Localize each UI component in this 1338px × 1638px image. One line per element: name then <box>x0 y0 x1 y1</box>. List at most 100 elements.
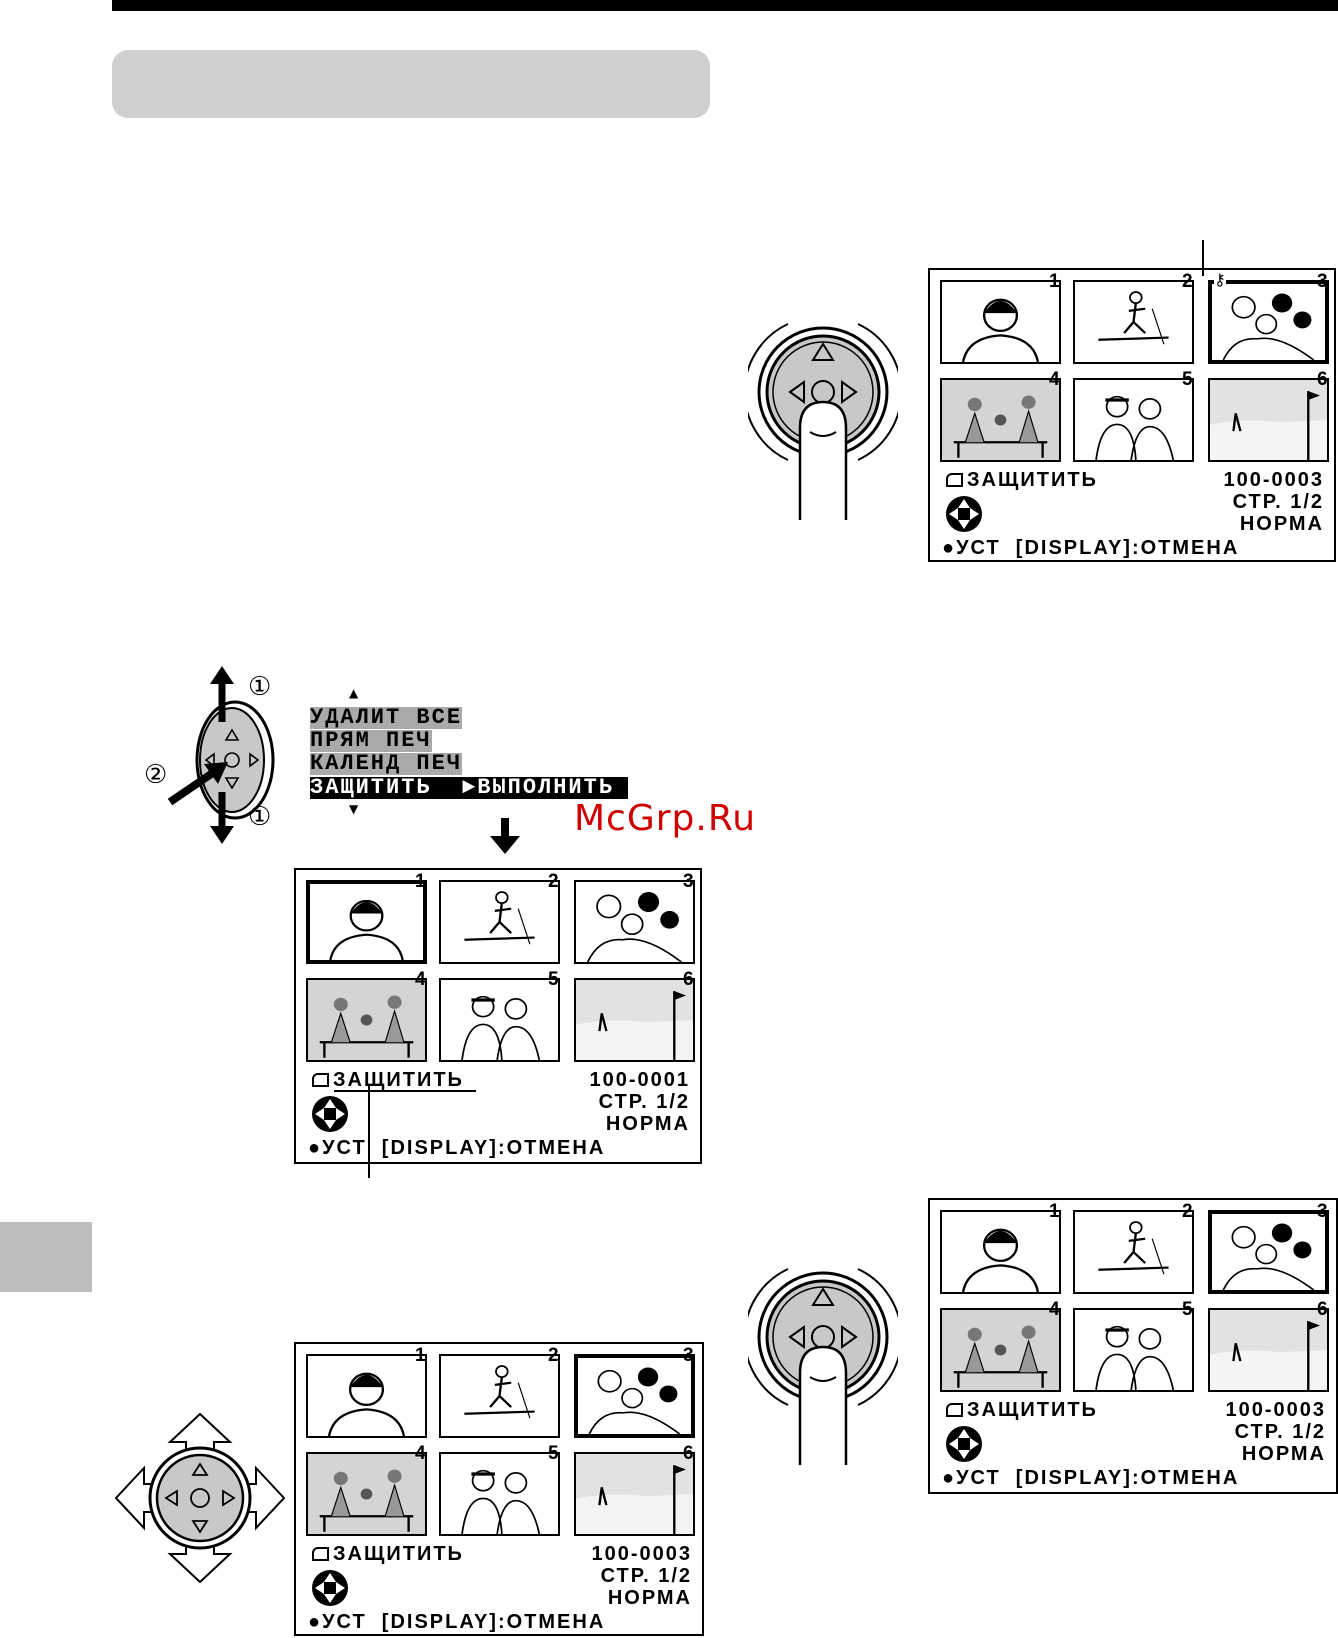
down-arrow-icon <box>490 818 520 854</box>
page-indicator: СТР. 1/2 <box>1234 1421 1326 1443</box>
top-rule <box>112 0 1338 11</box>
thumbnail-number: 3 <box>683 1345 694 1366</box>
thumbnail-image <box>961 1228 1040 1292</box>
protect-mode-label: ЗАЩИТИТЬ <box>946 1400 1098 1420</box>
file-number: 100-0003 <box>591 1543 692 1565</box>
protect-mode-label: ЗАЩИТИТЬ <box>312 1070 464 1090</box>
thumbnail-4[interactable] <box>306 1452 427 1536</box>
thumbnail-2[interactable] <box>439 880 560 964</box>
thumbnail-image <box>329 899 404 960</box>
thumbnail-number: 5 <box>1182 369 1193 390</box>
thumbnail-5[interactable] <box>439 978 560 1062</box>
thumbnail-number: 6 <box>683 969 694 990</box>
thumbnail-number: 5 <box>548 969 559 990</box>
protect-mode-text: ЗАЩИТИТЬ <box>333 1543 464 1565</box>
protect-mode-text: ЗАЩИТИТЬ <box>967 1399 1098 1421</box>
thumbnail-4[interactable] <box>940 378 1061 462</box>
file-number: 100-0003 <box>1223 469 1324 491</box>
thumbnail-2[interactable] <box>439 1354 560 1438</box>
footer-instruction: ●УСТ [DISPLAY]:ОТМЕНА <box>308 1611 606 1633</box>
thumbnail-1[interactable] <box>940 1210 1061 1294</box>
protect-mode-label: ЗАЩИТИТЬ <box>312 1544 464 1564</box>
menu-scroll-up-icon: ▲ <box>349 686 359 700</box>
thumbnail-1[interactable] <box>306 1354 427 1438</box>
thumbnail-number: 2 <box>1182 1201 1193 1222</box>
protect-mode-text: ЗАЩИТИТЬ <box>967 469 1098 491</box>
thumbnail-number: 4 <box>415 969 426 990</box>
thumbnail-2[interactable] <box>1073 1210 1194 1294</box>
thumbnail-image <box>942 380 1059 460</box>
thumbnail-3[interactable] <box>574 880 695 964</box>
thumbnail-number: 1 <box>415 871 426 892</box>
controller-menu-illustration <box>167 666 275 844</box>
thumbnail-6[interactable] <box>1208 378 1329 462</box>
dpad-icon <box>312 1570 348 1606</box>
thumbnail-number: 1 <box>415 1345 426 1366</box>
thumbnail-image <box>464 891 535 945</box>
thumbnail-number: 2 <box>548 871 559 892</box>
thumbnail-3[interactable] <box>1208 280 1329 364</box>
footer-instruction: ●УСТ [DISPLAY]:ОТМЕНА <box>942 1467 1240 1489</box>
thumbnail-number: 2 <box>1182 271 1193 292</box>
step-one-mark-lower: ① <box>248 802 272 832</box>
thumbnail-6[interactable] <box>1208 1308 1329 1392</box>
thumbnail-number: 4 <box>415 1443 426 1464</box>
thumbnail-image <box>1098 291 1169 345</box>
thumbnail-number: 3 <box>1317 271 1328 292</box>
thumbnail-number: 5 <box>1182 1299 1193 1320</box>
thumbnail-1[interactable] <box>940 280 1061 364</box>
thumbnail-image <box>327 1372 406 1436</box>
thumbnail-6[interactable] <box>574 1452 695 1536</box>
thumbnail-2[interactable] <box>1073 280 1194 364</box>
thumbnail-image <box>942 1310 1059 1390</box>
protect-mode-text: ЗАЩИТИТЬ <box>333 1069 464 1091</box>
thumbnail-number: 3 <box>1317 1201 1328 1222</box>
callout-line-protect-label <box>368 1086 370 1178</box>
thumbnail-5[interactable] <box>1073 378 1194 462</box>
thumbnail-image <box>576 980 693 1060</box>
thumbnail-number: 1 <box>1049 271 1060 292</box>
thumbnail-4[interactable] <box>306 978 427 1062</box>
menu-scroll-down-icon: ▼ <box>349 802 359 816</box>
thumbnail-1[interactable] <box>306 880 427 964</box>
thumbnail-number: 5 <box>548 1443 559 1464</box>
thumbnail-3[interactable] <box>1208 1210 1329 1294</box>
watermark: McGrp.Ru <box>574 798 757 839</box>
footer-instruction: ●УСТ [DISPLAY]:ОТМЕНА <box>308 1137 606 1159</box>
thumbnail-3[interactable] <box>574 1354 695 1438</box>
thumbnail-image <box>308 1454 425 1534</box>
dpad-icon <box>312 1096 348 1132</box>
thumbnail-5[interactable] <box>439 1452 560 1536</box>
menu-item-direct-print[interactable]: ПРЯМ ПЕЧ <box>310 728 432 753</box>
thumbnail-6[interactable] <box>574 978 695 1062</box>
page-indicator: СТР. 1/2 <box>1232 491 1324 513</box>
thumbnail-number: 1 <box>1049 1201 1060 1222</box>
thumbnail-image <box>1095 395 1175 460</box>
thumbnail-4[interactable] <box>940 1308 1061 1392</box>
menu-item-calendar-print[interactable]: КАЛЕНД ПЕЧ <box>310 751 463 776</box>
controller-four-way-illustration <box>114 1412 286 1584</box>
thumbnail-image <box>586 892 682 962</box>
menu-item-delete-all[interactable]: УДАЛИТ ВСЕ <box>310 705 463 730</box>
thumbnail-5[interactable] <box>1073 1308 1194 1392</box>
thumbnail-number: 6 <box>1317 369 1328 390</box>
dpad-icon <box>946 1426 982 1462</box>
protect-mode-label: ЗАЩИТИТЬ <box>946 470 1098 490</box>
quality-mode: НОРМА <box>607 1587 692 1609</box>
page-indicator: СТР. 1/2 <box>600 1565 692 1587</box>
thumbnail-number: 4 <box>1049 369 1060 390</box>
thumbnail-image <box>961 298 1040 362</box>
thumbnail-image <box>588 1367 681 1434</box>
menu-item-protect-execute[interactable]: ЗАЩИТИТЬ ►ВЫПОЛНИТЬ <box>310 777 629 799</box>
step-one-mark-upper: ① <box>248 672 272 702</box>
quality-mode: НОРМА <box>605 1113 690 1135</box>
thumbnail-image <box>1095 1325 1175 1390</box>
step-two-mark: ② <box>144 760 168 790</box>
thumbnail-number: 6 <box>1317 1299 1328 1320</box>
footer-instruction: ●УСТ [DISPLAY]:ОТМЕНА <box>942 537 1240 559</box>
controller-press-illustration-top <box>748 323 898 520</box>
